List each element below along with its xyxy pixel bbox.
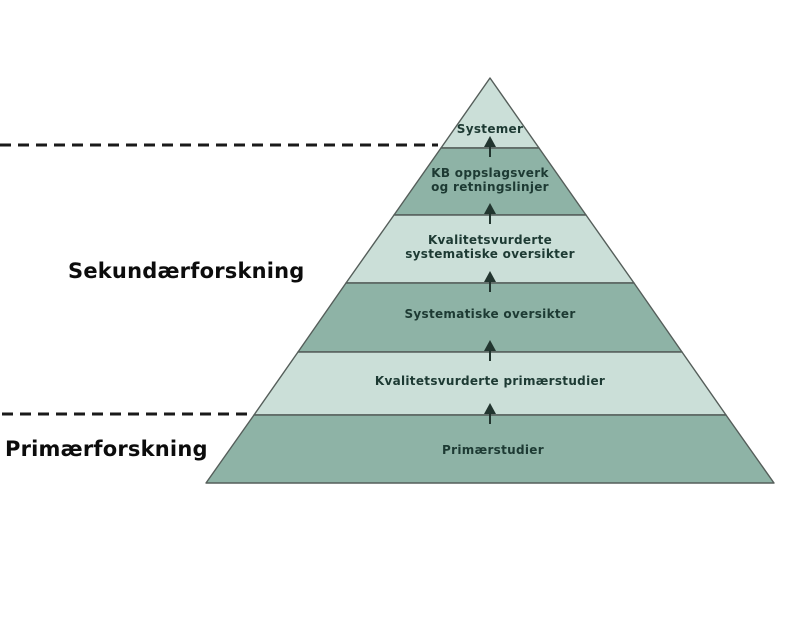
up-arrow-icon [484,203,496,224]
up-arrow-icon [484,403,496,424]
annotation-primaerforskning: Primærforskning [5,437,208,461]
pyramid-level-primaerstudier [205,414,775,484]
up-arrow-icon [484,136,496,157]
up-arrow-icon [484,340,496,361]
up-arrow-icon [484,271,496,292]
annotation-sekundaerforskning: Sekundærforskning [68,259,305,283]
